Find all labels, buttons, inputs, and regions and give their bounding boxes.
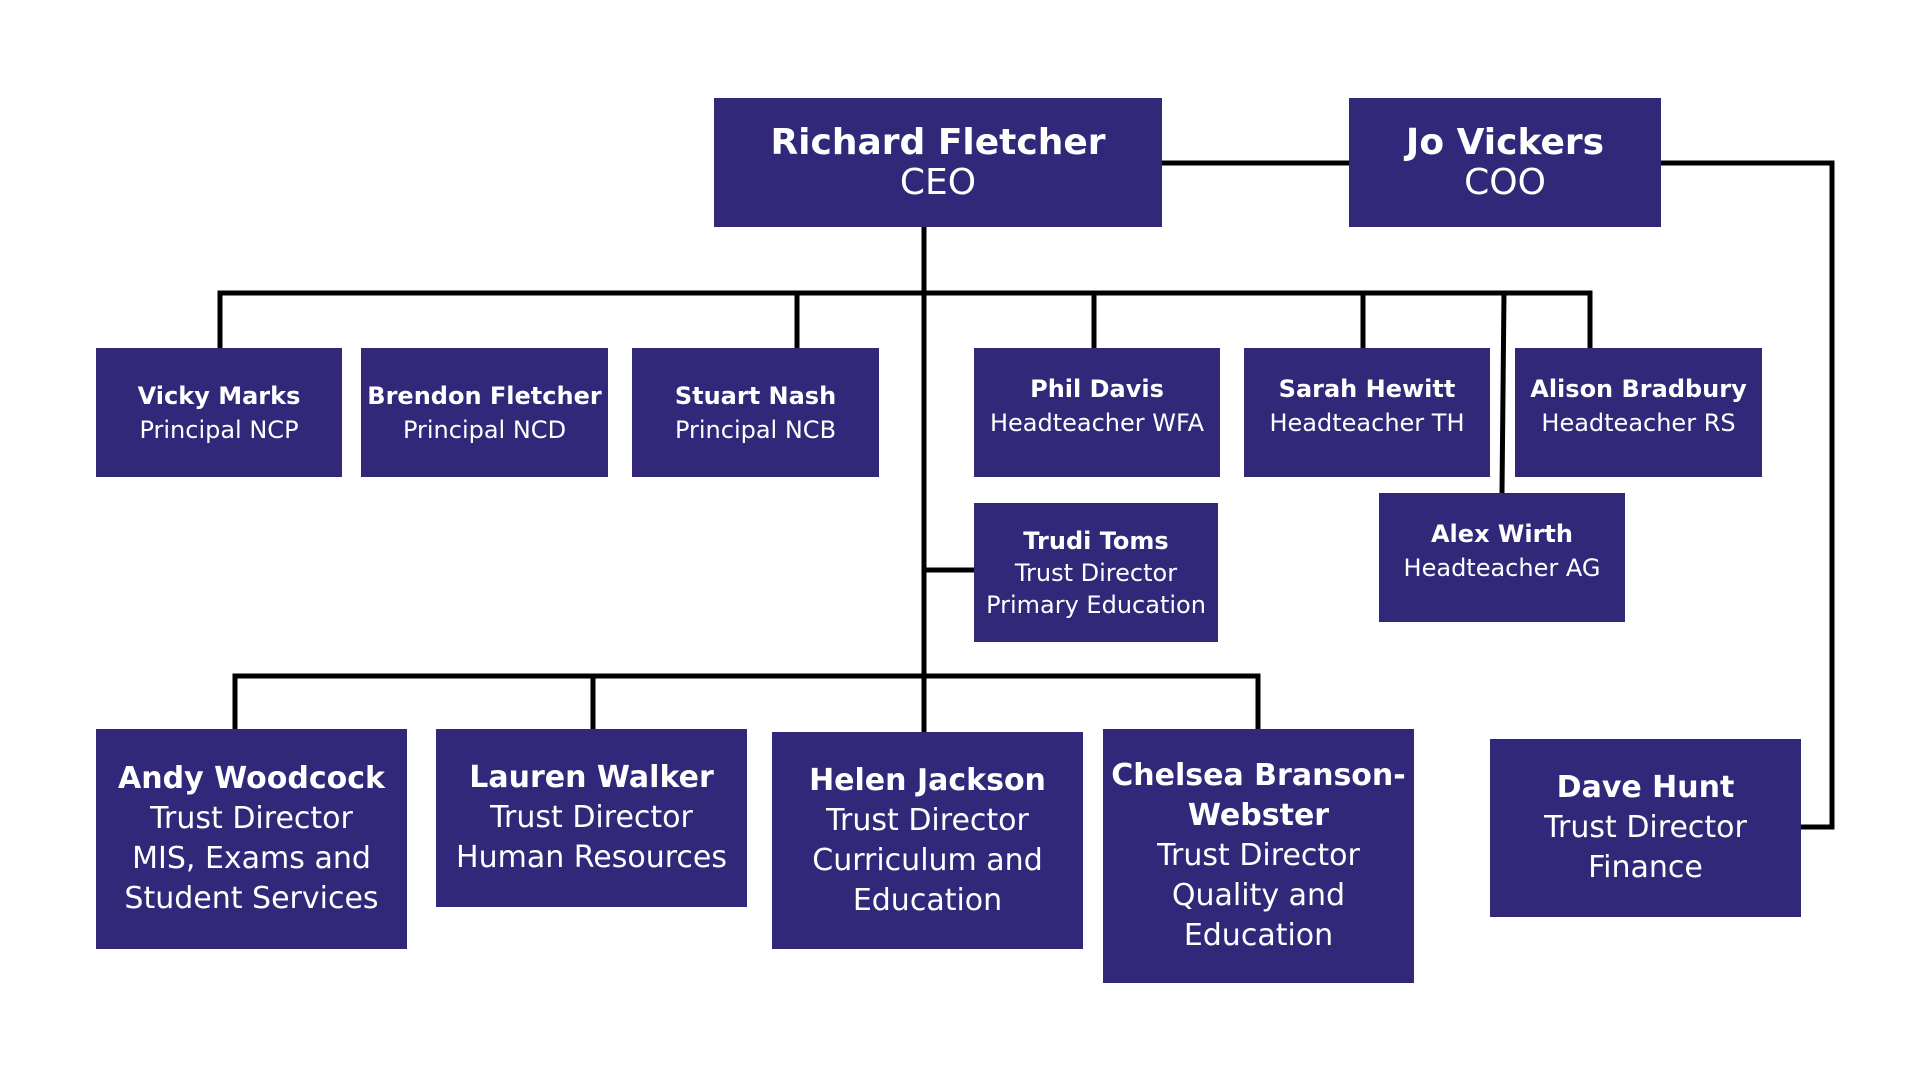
node-richard-fletcher: Richard Fletcher CEO: [714, 98, 1162, 227]
node-role: Trust Director: [1544, 810, 1747, 845]
node-name: Andy Woodcock: [118, 761, 385, 796]
node-role: CEO: [899, 161, 977, 203]
node-name: Phil Davis: [1030, 375, 1164, 403]
node-name: Alex Wirth: [1430, 520, 1573, 548]
node-role: Headteacher RS: [1541, 409, 1736, 437]
node-role: Trust Director: [826, 802, 1029, 838]
node-name: Jo Vickers: [1405, 121, 1605, 163]
node-lauren-walker: Lauren Walker Trust Director Human Resou…: [436, 729, 747, 907]
node-role: Principal NCD: [402, 415, 567, 444]
node-role: COO: [1464, 161, 1546, 203]
node-name: Vicky Marks: [137, 381, 301, 410]
node-role: Human Resources: [456, 840, 727, 875]
node-chelsea-branson-webster: Chelsea Branson- Webster Trust Director …: [1103, 729, 1414, 983]
node-brendon-fletcher: Brendon Fletcher Principal NCD: [361, 348, 608, 477]
node-trudi-toms: Trudi Toms Trust Director Primary Educat…: [974, 503, 1218, 642]
node-role: Education: [1183, 918, 1334, 953]
node-dave-hunt: Dave Hunt Trust Director Finance: [1490, 739, 1801, 917]
node-vicky-marks: Vicky Marks Principal NCP: [96, 348, 342, 477]
node-alison-bradbury: Alison Bradbury Headteacher RS: [1515, 348, 1762, 477]
node-name: Chelsea Branson-: [1111, 758, 1406, 793]
node-role: Headteacher WFA: [989, 409, 1205, 437]
node-role: Principal NCB: [674, 415, 837, 444]
node-role: Student Services: [124, 881, 379, 916]
node-role: Primary Education: [986, 590, 1206, 619]
node-sarah-hewitt: Sarah Hewitt Headteacher TH: [1244, 348, 1490, 477]
node-phil-davis: Phil Davis Headteacher WFA: [974, 348, 1220, 477]
node-jo-vickers: Jo Vickers COO: [1349, 98, 1661, 227]
node-andy-woodcock: Andy Woodcock Trust Director MIS, Exams …: [96, 729, 407, 949]
node-helen-jackson: Helen Jackson Trust Director Curriculum …: [772, 732, 1083, 949]
connector-to-alex-wirth: [1499, 290, 1507, 495]
node-stuart-nash: Stuart Nash Principal NCB: [632, 348, 879, 477]
node-name: Dave Hunt: [1556, 770, 1735, 805]
node-role: Education: [852, 882, 1003, 918]
node-name: Webster: [1187, 798, 1330, 833]
node-role: Principal NCP: [139, 415, 299, 444]
node-alex-wirth: Alex Wirth Headteacher AG: [1379, 493, 1625, 622]
node-role: Headteacher TH: [1269, 409, 1465, 437]
node-name: Trudi Toms: [1023, 526, 1169, 555]
node-role: Headteacher AG: [1403, 554, 1601, 582]
node-role: Curriculum and: [812, 842, 1043, 878]
node-name: Lauren Walker: [469, 760, 714, 795]
node-role: Finance: [1588, 850, 1703, 885]
node-role: Quality and: [1171, 878, 1346, 913]
node-role: Trust Director: [490, 800, 693, 835]
node-name: Sarah Hewitt: [1278, 375, 1456, 403]
node-name: Richard Fletcher: [770, 121, 1106, 163]
node-role: Trust Director: [150, 801, 353, 836]
node-role: Trust Director: [1157, 838, 1360, 873]
node-role: Trust Director: [1014, 558, 1178, 587]
node-name: Stuart Nash: [674, 381, 837, 410]
node-name: Brendon Fletcher: [367, 381, 602, 410]
node-name: Alison Bradbury: [1530, 375, 1747, 403]
node-role: MIS, Exams and: [132, 841, 371, 876]
node-name: Helen Jackson: [809, 762, 1046, 798]
